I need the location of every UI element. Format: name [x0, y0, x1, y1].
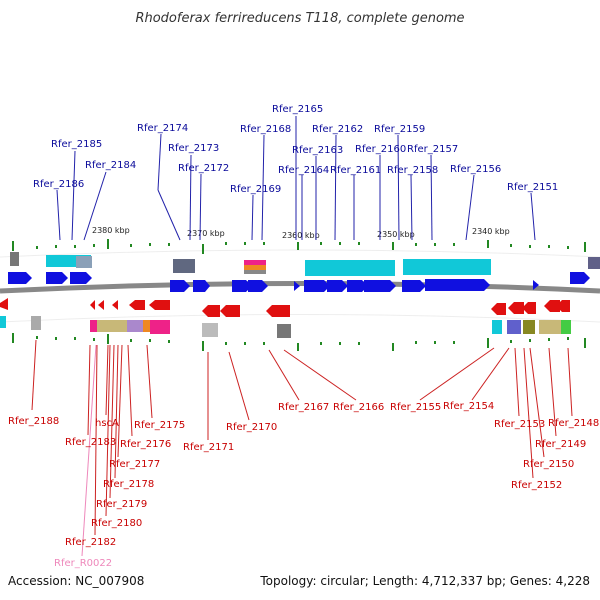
topology-text: Topology: circular; Length: 4,712,337 bp… [260, 574, 590, 588]
gene-label[interactable]: Rfer_2173 [168, 143, 219, 154]
lower-track [0, 314, 600, 323]
rna-label[interactable]: Rfer_R0022 [54, 558, 112, 569]
genome-backbone [0, 281, 600, 294]
reverse-feature-blocks [0, 316, 571, 338]
gene-label[interactable]: Rfer_2175 [134, 420, 185, 431]
gene-label[interactable]: Rfer_2154 [443, 401, 494, 412]
gene-label[interactable]: Rfer_2166 [333, 402, 384, 413]
gene-label[interactable]: Rfer_2149 [535, 439, 586, 450]
gene-label[interactable]: Rfer_2153 [494, 419, 545, 430]
top-gene-labels: Rfer_2185 Rfer_2186 Rfer_2184 Rfer_2174 … [33, 104, 558, 195]
gene-label[interactable]: Rfer_2165 [272, 104, 323, 115]
gene-label[interactable]: Rfer_2176 [120, 439, 171, 450]
gene-label[interactable]: hscA [95, 418, 119, 429]
gene-label[interactable]: Rfer_2148 [548, 418, 599, 429]
gene-label[interactable]: Rfer_2170 [226, 422, 277, 433]
gene-label[interactable]: Rfer_2172 [178, 163, 229, 174]
gene-label[interactable]: Rfer_2184 [85, 160, 136, 171]
gene-label[interactable]: Rfer_2186 [33, 179, 84, 190]
kbp-label-2370: 2370 kbp [187, 229, 225, 238]
gene-label[interactable]: Rfer_2185 [51, 139, 102, 150]
bottom-gene-labels: Rfer_2188 Rfer_2183 hscA Rfer_2176 Rfer_… [8, 401, 599, 569]
gene-label[interactable]: Rfer_2151 [507, 182, 558, 193]
gene-label[interactable]: Rfer_2157 [407, 144, 458, 155]
gene-label[interactable]: Rfer_2174 [137, 123, 188, 134]
gene-label[interactable]: Rfer_2188 [8, 416, 59, 427]
gene-label[interactable]: Rfer_2160 [355, 144, 406, 155]
gene-label[interactable]: Rfer_2161 [330, 165, 381, 176]
reverse-gene-arrows [0, 298, 570, 317]
gene-label[interactable]: Rfer_2150 [523, 459, 574, 470]
bottom-leader-lines [31, 339, 573, 536]
kbp-label-2360: 2360 kbp [282, 231, 320, 240]
gene-label[interactable]: Rfer_2178 [103, 479, 154, 490]
map-title: Rhodoferax ferrireducens T118, complete … [135, 11, 464, 26]
gene-label[interactable]: Rfer_2177 [109, 459, 160, 470]
gene-label[interactable]: Rfer_2158 [387, 165, 438, 176]
top-leader-lines [56, 116, 536, 241]
forward-feature-blocks [10, 252, 600, 276]
gene-label[interactable]: Rfer_2155 [390, 402, 441, 413]
gene-label[interactable]: Rfer_2162 [312, 124, 363, 135]
kbp-label-2340: 2340 kbp [472, 227, 510, 236]
gene-label[interactable]: Rfer_2163 [292, 145, 343, 156]
gene-label[interactable]: Rfer_2182 [65, 537, 116, 548]
kbp-label-2380: 2380 kbp [92, 226, 130, 235]
scale-ticks [12, 239, 586, 351]
gene-label[interactable]: Rfer_2183 [65, 437, 116, 448]
gene-label[interactable]: Rfer_2171 [183, 442, 234, 453]
kbp-label-2350: 2350 kbp [377, 230, 415, 239]
gene-label[interactable]: Rfer_2168 [240, 124, 291, 135]
upper-track [0, 249, 600, 258]
rna-leader-line [81, 344, 97, 557]
gene-label[interactable]: Rfer_2179 [96, 499, 147, 510]
accession-text: Accession: NC_007908 [8, 574, 145, 588]
forward-gene-arrows [8, 272, 590, 292]
gene-label[interactable]: Rfer_2156 [450, 164, 501, 175]
gene-label[interactable]: Rfer_2180 [91, 518, 142, 529]
gene-label[interactable]: Rfer_2169 [230, 184, 281, 195]
gene-label[interactable]: Rfer_2152 [511, 480, 562, 491]
gene-label[interactable]: Rfer_2167 [278, 402, 329, 413]
gene-label[interactable]: Rfer_2164 [278, 165, 329, 176]
gene-label[interactable]: Rfer_2159 [374, 124, 425, 135]
